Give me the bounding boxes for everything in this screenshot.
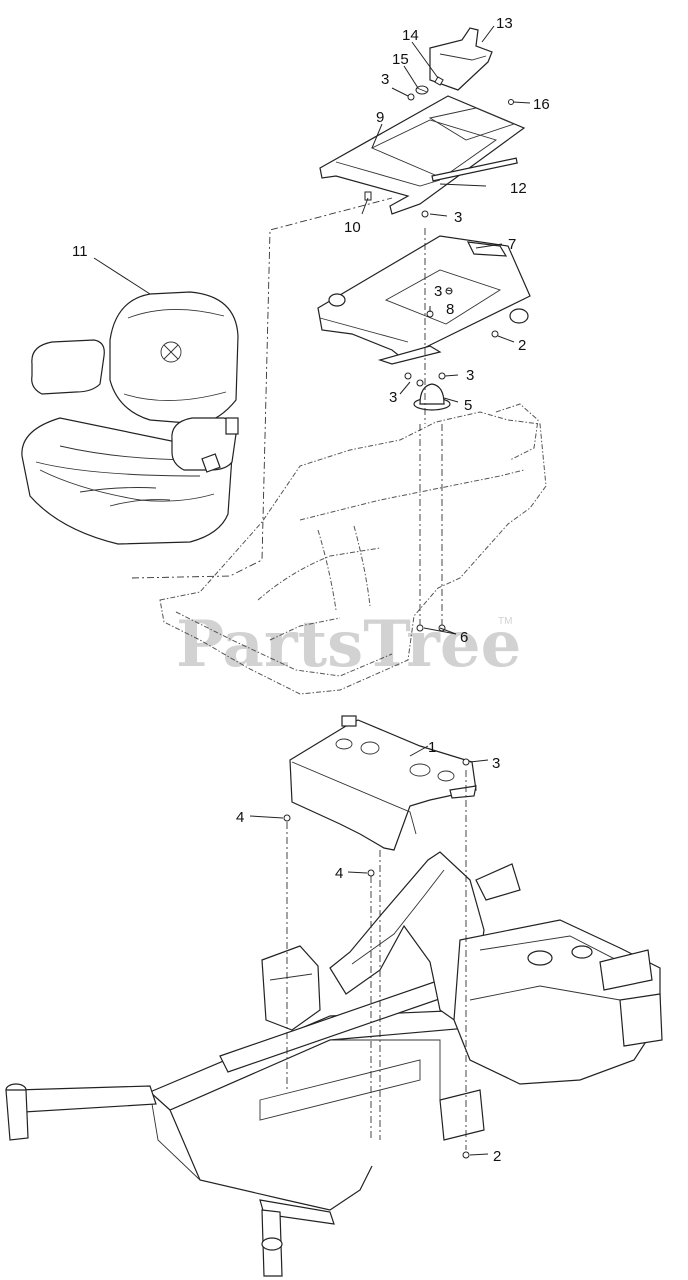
watermark-text: PartsTree (176, 607, 521, 682)
callout-3: 3 (434, 283, 442, 300)
callout-11: 11 (72, 243, 88, 260)
frame-fasteners (364, 191, 429, 218)
seat-mount-plate (317, 235, 531, 365)
spring-and-bushing (407, 76, 444, 101)
callout-3: 3 (492, 755, 500, 772)
callout-5: 5 (464, 397, 472, 414)
callout-16: 16 (533, 96, 550, 113)
callout-8: 8 (446, 301, 454, 318)
callout-1: 1 (428, 739, 436, 756)
seat-slide-frame (319, 95, 531, 215)
callout-7: 7 (508, 236, 516, 253)
callout-3: 3 (389, 389, 397, 406)
callout-14: 14 (402, 27, 419, 44)
callout-labels: 13 14 15 3 16 9 12 10 3 11 7 3 8 2 3 3 5… (72, 15, 550, 1165)
isolator-mount (404, 372, 459, 411)
callout-6: 6 (460, 629, 468, 646)
callout-3: 3 (381, 71, 389, 88)
callout-10: 10 (344, 219, 361, 236)
callout-13: 13 (496, 15, 513, 32)
slide-rod (431, 157, 518, 182)
leader-lines (93, 25, 515, 1156)
upper-chassis-phantom (159, 403, 547, 695)
alignment-lines (131, 197, 467, 1150)
callout-12: 12 (510, 180, 527, 197)
callout-4: 4 (335, 865, 343, 882)
callout-9: 9 (376, 109, 384, 126)
callout-2: 2 (493, 1148, 501, 1165)
seat-adjuster-handle (429, 27, 493, 91)
callout-2: 2 (518, 337, 526, 354)
operator-seat (21, 291, 239, 545)
main-frame (5, 851, 663, 1277)
callout-3: 3 (466, 367, 474, 384)
callout-4: 4 (236, 809, 244, 826)
callout-15: 15 (392, 51, 409, 68)
callout-3: 3 (454, 209, 462, 226)
watermark: PartsTree TM (176, 607, 521, 682)
watermark-trademark: TM (498, 616, 512, 627)
seat-pan-cover (289, 715, 477, 851)
